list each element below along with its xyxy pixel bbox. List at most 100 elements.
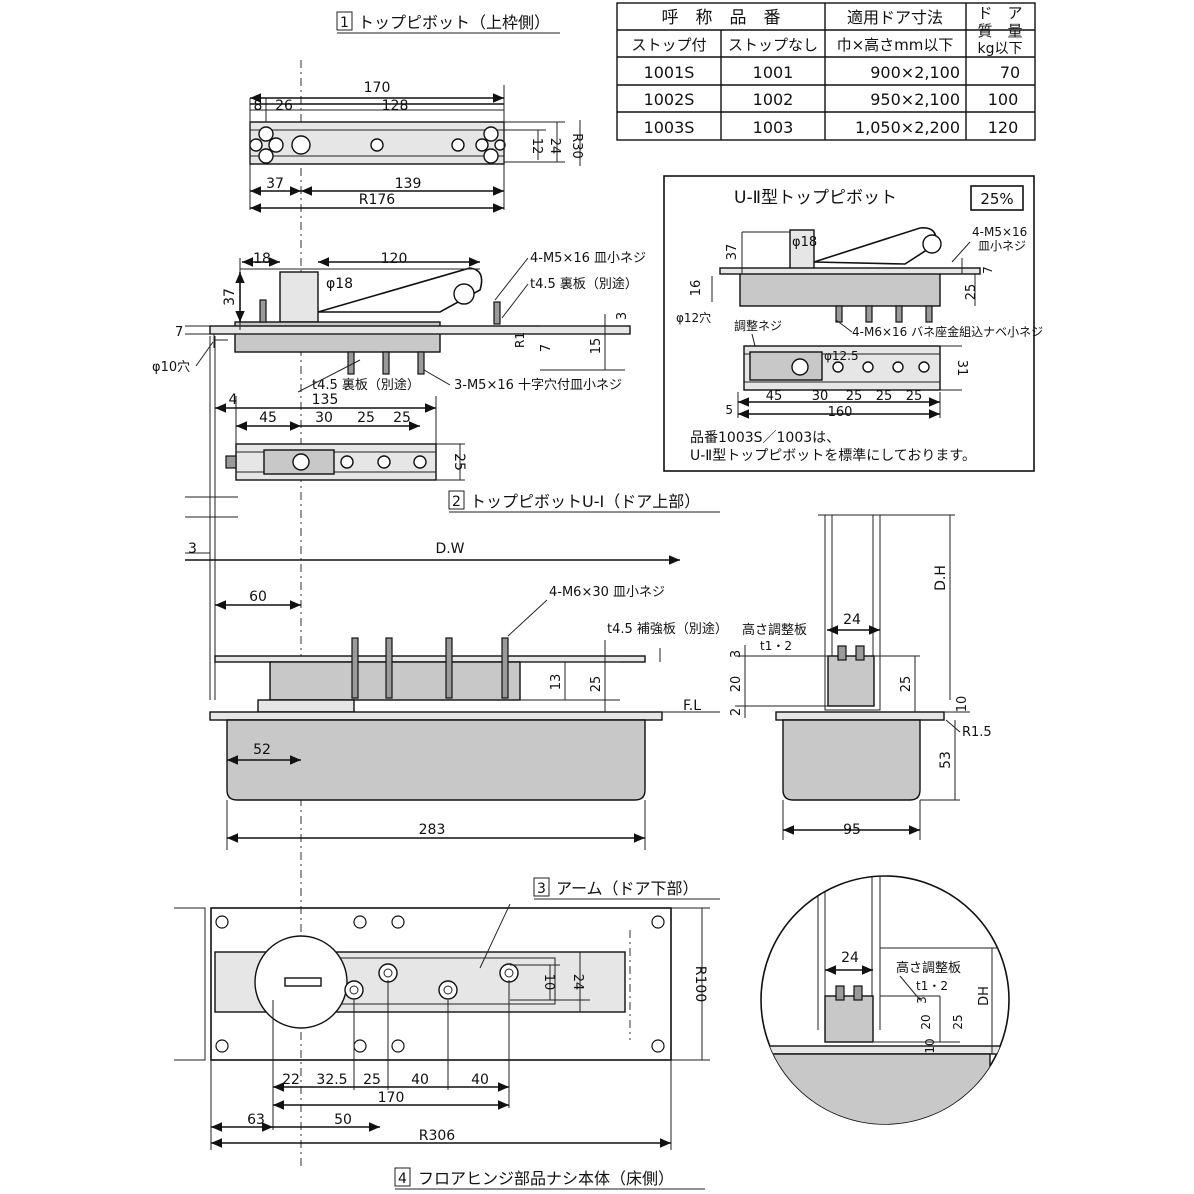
table-row-2-size: 950×2,100 (870, 90, 960, 109)
svg-text:t4.5 裏板（別途）: t4.5 裏板（別途） (530, 276, 638, 292)
svg-text:45: 45 (766, 389, 783, 404)
svg-text:F.L: F.L (683, 698, 701, 714)
svg-text:φ18: φ18 (326, 276, 353, 292)
svg-text:37: 37 (222, 288, 238, 306)
table-row-2-weight: 100 (988, 90, 1019, 109)
svg-text:4-M5×16 皿小ネジ: 4-M5×16 皿小ネジ (530, 251, 646, 266)
svg-text:D.W: D.W (435, 541, 464, 557)
svg-text:37: 37 (266, 176, 284, 192)
svg-text:60: 60 (249, 589, 267, 605)
svg-text:10: 10 (923, 1038, 937, 1053)
table-head-model: 呼 称 品 番 (662, 8, 781, 28)
table-head-weight-1: ド ア (977, 4, 1022, 22)
detail-circle: 24 高さ調整板 t1・2 3 20 25 10 DH (760, 875, 1010, 1125)
svg-text:128: 128 (382, 98, 409, 114)
svg-text:φ10穴: φ10穴 (152, 360, 190, 375)
table-row-1-stop: 1001S (644, 63, 695, 82)
svg-text:63: 63 (247, 1112, 265, 1128)
svg-text:25: 25 (876, 389, 893, 404)
svg-text:18: 18 (253, 251, 271, 267)
svg-text:R30: R30 (569, 133, 584, 159)
svg-text:トップピボットU-Ⅰ（ドア上部）: トップピボットU-Ⅰ（ドア上部） (470, 492, 700, 511)
svg-text:R1.5: R1.5 (962, 725, 992, 740)
top-pivot-side: 18 120 φ18 37 4-M5×16 皿小ネジ t4.5 裏板（別途） 7… (152, 251, 646, 393)
svg-text:12: 12 (529, 138, 544, 155)
svg-text:フロアヒンジ部品ナシ本体（床側）: フロアヒンジ部品ナシ本体（床側） (418, 1169, 674, 1188)
svg-text:15: 15 (589, 338, 604, 355)
table-row-2-stop: 1002S (644, 90, 695, 109)
svg-text:26: 26 (275, 98, 293, 114)
table-row-2-nostop: 1002 (753, 90, 794, 109)
svg-text:30: 30 (812, 389, 829, 404)
svg-text:24: 24 (843, 612, 861, 628)
svg-text:24: 24 (841, 950, 859, 966)
table-row-1-nostop: 1001 (753, 63, 794, 82)
svg-text:37: 37 (725, 244, 740, 261)
svg-text:50: 50 (334, 1112, 352, 1128)
svg-text:4-M6×16 バネ座金組込ナベ小ネジ: 4-M6×16 バネ座金組込ナベ小ネジ (852, 324, 1043, 339)
svg-text:t4.5 裏板（別途）: t4.5 裏板（別途） (312, 377, 420, 393)
svg-text:DH: DH (977, 986, 992, 1006)
svg-text:4: 4 (229, 392, 238, 408)
svg-text:t4.5 補強板（別途）: t4.5 補強板（別途） (607, 621, 728, 637)
svg-text:170: 170 (364, 80, 391, 96)
svg-text:7: 7 (175, 325, 183, 340)
svg-text:25: 25 (964, 284, 979, 301)
inset-note-2: U-Ⅱ型トップピボットを標準にしております。 (690, 448, 976, 464)
table-sub-size: 巾×高さmm以下 (837, 36, 954, 54)
svg-text:R306: R306 (419, 1128, 456, 1144)
svg-text:5: 5 (725, 403, 733, 417)
svg-text:25: 25 (363, 1072, 381, 1088)
svg-text:1: 1 (340, 15, 349, 31)
section-2-title: 2 トップピボットU-Ⅰ（ドア上部） (448, 490, 720, 513)
inset-scale: 25% (980, 190, 1013, 208)
svg-text:25: 25 (906, 389, 923, 404)
svg-text:52: 52 (253, 742, 271, 758)
inset-note-1: 品番1003S／1003は、 (690, 430, 840, 446)
svg-text:t1・2: t1・2 (916, 979, 948, 993)
svg-text:皿小ネジ: 皿小ネジ (978, 239, 1026, 253)
svg-text:120: 120 (381, 251, 408, 267)
svg-text:10: 10 (955, 696, 970, 713)
svg-text:45: 45 (259, 410, 277, 426)
svg-text:16: 16 (689, 280, 704, 297)
svg-text:31: 31 (954, 360, 969, 377)
table-row-1-weight: 70 (1000, 63, 1020, 82)
floor-hinge-end: D.H 24 高さ調整板 t1・2 3 20 2 25 10 R1.5 53 9… (729, 514, 992, 840)
svg-text:25: 25 (589, 676, 604, 693)
inset-title: U-Ⅱ型トップピボット (734, 188, 897, 208)
svg-text:139: 139 (395, 176, 422, 192)
svg-text:トップピボット（上枠側）: トップピボット（上枠側） (358, 13, 550, 32)
svg-text:20: 20 (919, 1014, 933, 1029)
svg-text:4: 4 (398, 1171, 407, 1187)
svg-text:3: 3 (537, 881, 546, 897)
svg-text:3: 3 (615, 312, 630, 320)
section-4-title: 4 フロアヒンジ部品ナシ本体（床側） (394, 1167, 705, 1190)
svg-text:φ12.5: φ12.5 (824, 349, 859, 363)
svg-text:40: 40 (471, 1072, 489, 1088)
top-pivot-plan: 170 8 26 128 37 139 R176 12 24 R30 (249, 80, 584, 213)
svg-text:2: 2 (729, 708, 744, 716)
svg-text:95: 95 (843, 822, 861, 838)
table-head-size: 適用ドア寸法 (847, 8, 943, 27)
svg-text:φ12穴: φ12穴 (676, 310, 711, 325)
svg-text:3: 3 (915, 996, 929, 1004)
svg-text:D.H: D.H (933, 565, 949, 591)
svg-text:32.5: 32.5 (316, 1072, 347, 1088)
table-row-3-size: 1,050×2,200 (855, 118, 960, 137)
svg-text:3: 3 (729, 650, 744, 658)
door-edge (185, 336, 238, 700)
svg-text:20: 20 (729, 676, 744, 693)
svg-text:高さ調整板: 高さ調整板 (896, 960, 961, 976)
svg-text:25: 25 (357, 410, 375, 426)
table-row-3-weight: 120 (988, 118, 1019, 137)
svg-text:24: 24 (570, 974, 585, 991)
table-head-weight-2: 質 量 (977, 22, 1022, 40)
svg-text:φ18: φ18 (792, 235, 817, 250)
inset-u2-pivot: U-Ⅱ型トップピボット 25% 37 φ18 4-M5×16 皿小ネジ 7 16… (663, 175, 1043, 472)
svg-text:25: 25 (951, 1014, 965, 1029)
svg-text:160: 160 (828, 405, 853, 420)
svg-text:13: 13 (549, 674, 564, 691)
svg-text:3-M5×16 十字穴付皿小ネジ: 3-M5×16 十字穴付皿小ネジ (454, 378, 622, 393)
